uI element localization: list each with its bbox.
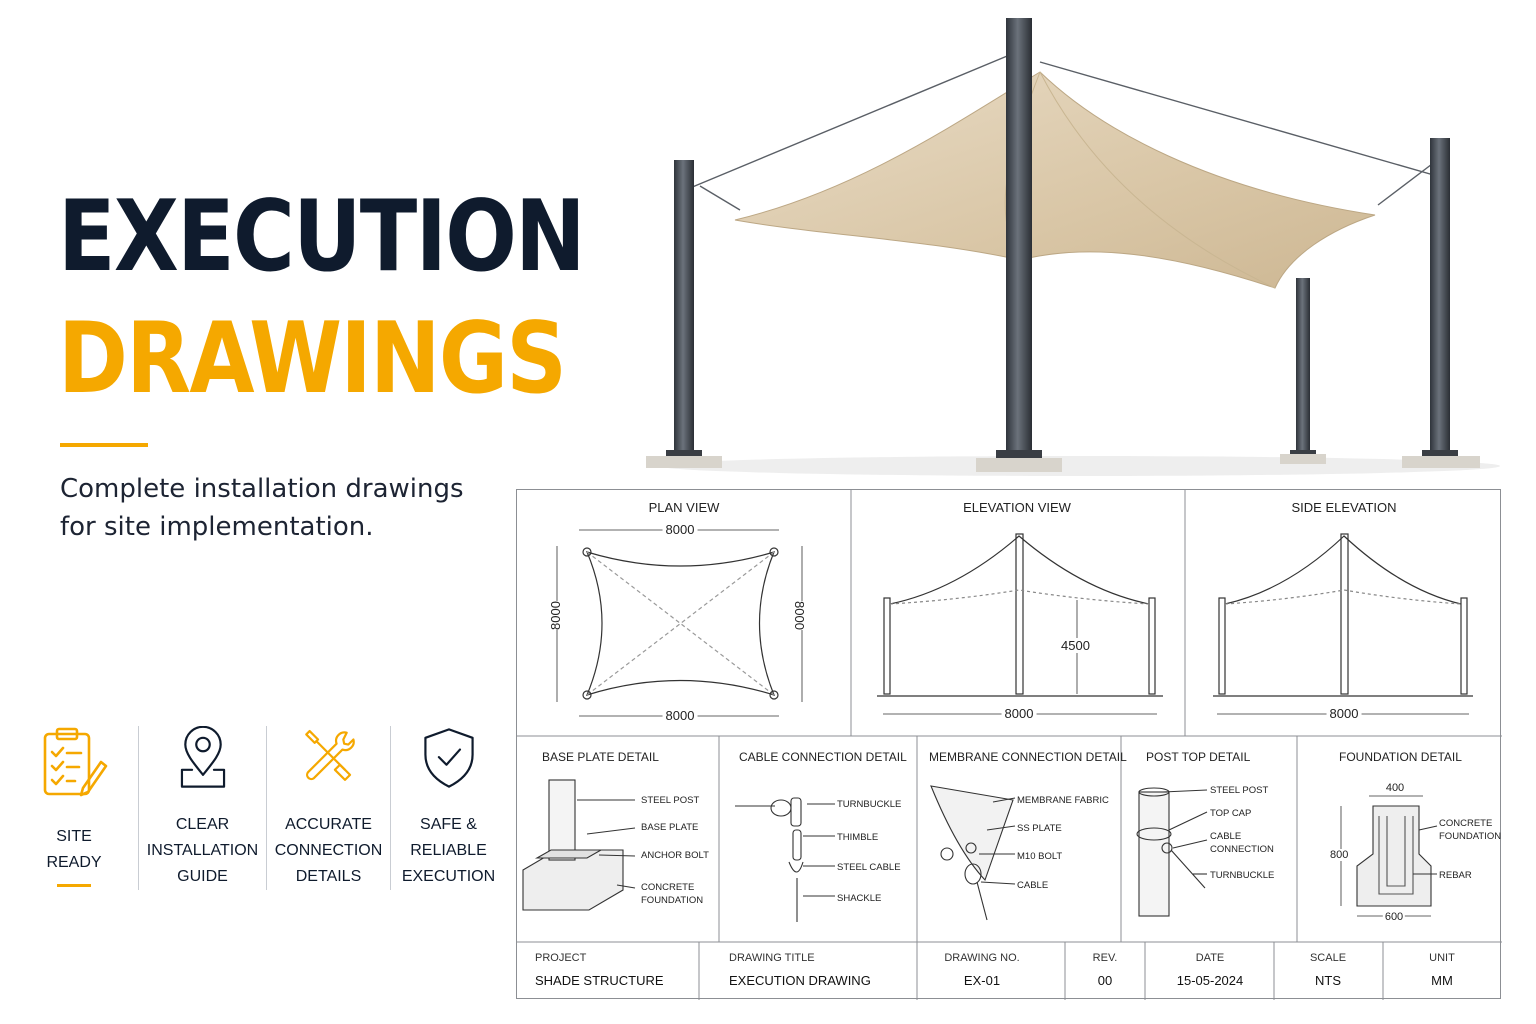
callout-steel-cable: STEEL CABLE xyxy=(837,862,901,873)
location-pin-icon xyxy=(180,726,225,788)
foundation-dim-side: 800 xyxy=(1330,849,1349,861)
feature-label: SITE READY xyxy=(46,828,102,871)
feature-installation-guide: CLEAR INSTALLATION GUIDE xyxy=(138,726,266,890)
tb-project-value: SHADE STRUCTURE xyxy=(535,973,664,988)
foundation-dim-top: 400 xyxy=(1383,782,1407,794)
drawing-sheet: PLAN VIEW ELEVATION VIEW SIDE ELEVATION … xyxy=(516,489,1502,1000)
tb-drawing-title-label: DRAWING TITLE xyxy=(729,952,815,964)
drawing-linework xyxy=(517,490,1502,1000)
clipboard-checklist-icon xyxy=(43,727,108,797)
tb-date-value: 15-05-2024 xyxy=(1176,973,1244,988)
callout-foundation-concrete: CONCRETE FOUNDATION xyxy=(1439,818,1502,842)
feature-row: SITE READY CLEAR INSTALLATION GUIDE ACCU… xyxy=(10,726,510,890)
cable-connection-drawing xyxy=(735,797,835,922)
callout-turnbuckle: TURNBUCKLE xyxy=(837,799,902,810)
foundation-drawing xyxy=(1340,795,1438,917)
side-elevation-drawing xyxy=(1213,533,1473,715)
tb-project-label: PROJECT xyxy=(535,952,587,964)
callout-anchor-bolt: ANCHOR BOLT xyxy=(641,850,709,861)
title-accent-rule xyxy=(60,443,148,447)
shade-structure-render xyxy=(646,18,1500,476)
cable-connection-title: CABLE CONNECTION DETAIL xyxy=(739,750,907,764)
callout-thimble: THIMBLE xyxy=(837,832,879,843)
feature-connection-details: ACCURATE CONNECTION DETAILS xyxy=(266,726,390,890)
wrench-screwdriver-icon xyxy=(304,729,355,781)
elevation-view-title: ELEVATION VIEW xyxy=(963,500,1071,515)
feature-underline xyxy=(57,884,91,887)
callout-post-steel-post: STEEL POST xyxy=(1210,785,1269,796)
tb-drawing-title-value: EXECUTION DRAWING xyxy=(729,973,871,988)
tb-unit-value: MM xyxy=(1431,973,1453,988)
steel-posts xyxy=(646,18,1480,472)
page-subtitle: Complete installation drawings for site … xyxy=(60,474,464,542)
post-top-drawing xyxy=(1136,787,1208,917)
tb-scale-value: NTS xyxy=(1315,973,1341,988)
feature-site-ready: SITE READY xyxy=(10,726,138,890)
elevation-view-drawing xyxy=(877,533,1163,715)
plan-view-drawing xyxy=(556,529,803,717)
plan-view-title: PLAN VIEW xyxy=(648,500,720,515)
callout-post-turnbuckle: TURNBUCKLE xyxy=(1210,870,1275,881)
callout-shackle: SHACKLE xyxy=(837,893,882,904)
callout-m10-bolt: M10 BOLT xyxy=(1017,851,1063,862)
callout-top-cap: TOP CAP xyxy=(1210,808,1252,819)
callout-cable: CABLE xyxy=(1017,880,1049,891)
post-top-title: POST TOP DETAIL xyxy=(1146,750,1251,764)
feature-safe-execution: SAFE & RELIABLE EXECUTION xyxy=(390,726,506,890)
callout-base-plate: BASE PLATE xyxy=(641,822,699,833)
membrane-connection-title: MEMBRANE CONNECTION DETAIL xyxy=(929,750,1127,764)
plan-dim-left: 8000 xyxy=(547,601,563,630)
tb-unit-label: UNIT xyxy=(1429,952,1455,964)
foundation-dim-bottom: 600 xyxy=(1382,911,1406,923)
membrane-fabric xyxy=(734,71,1376,289)
tb-rev-value: 00 xyxy=(1097,973,1113,988)
base-plate-title: BASE PLATE DETAIL xyxy=(542,750,659,764)
page-title-line1: EXECUTION xyxy=(58,180,586,294)
callout-membrane-fabric: MEMBRANE FABRIC xyxy=(1017,795,1109,806)
plan-dim-bottom: 8000 xyxy=(662,708,698,723)
page-title-line2: DRAWINGS xyxy=(58,302,567,416)
side-elevation-title: SIDE ELEVATION xyxy=(1291,500,1397,515)
elevation-dim-height: 4500 xyxy=(1059,638,1092,653)
callout-ss-plate: SS PLATE xyxy=(1017,823,1062,834)
tb-scale-label: SCALE xyxy=(1309,952,1347,964)
callout-concrete-foundation: CONCRETE FOUNDATION xyxy=(641,882,704,906)
feature-label: SAFE & RELIABLE EXECUTION xyxy=(401,816,496,885)
foundation-title: FOUNDATION DETAIL xyxy=(1339,750,1462,764)
tb-drawing-no-label: DRAWING NO. xyxy=(944,952,1020,964)
feature-label: CLEAR INSTALLATION GUIDE xyxy=(146,816,259,885)
elevation-dim-width: 8000 xyxy=(1001,706,1037,721)
membrane-connection-drawing xyxy=(930,785,1016,921)
tb-rev-label: REV. xyxy=(1092,952,1118,964)
side-elevation-dim-width: 8000 xyxy=(1326,706,1362,721)
callout-rebar: REBAR xyxy=(1439,870,1472,881)
shield-check-icon xyxy=(423,728,474,788)
callout-steel-post: STEEL POST xyxy=(641,795,700,806)
feature-label: ACCURATE CONNECTION DETAILS xyxy=(274,816,383,885)
callout-cable-connection: CABLE CONNECTION xyxy=(1210,831,1274,855)
plan-dim-top: 8000 xyxy=(662,522,698,537)
tb-date-label: DATE xyxy=(1195,952,1225,964)
plan-dim-right: 8000 xyxy=(791,601,807,630)
tb-drawing-no-value: EX-01 xyxy=(963,973,1001,988)
base-plate-drawing xyxy=(522,779,636,911)
